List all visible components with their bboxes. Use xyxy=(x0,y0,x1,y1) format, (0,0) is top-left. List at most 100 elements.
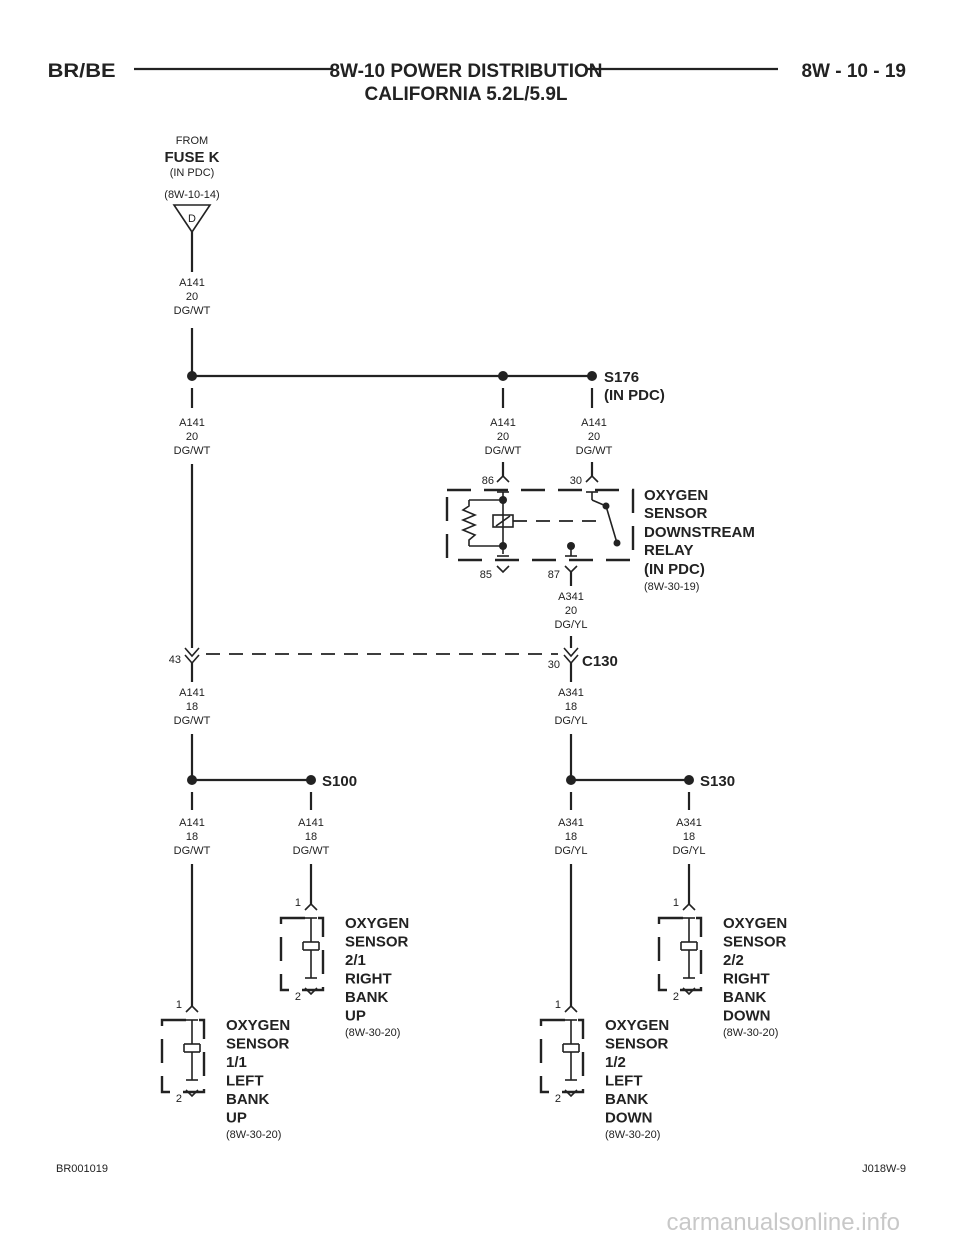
wire-label-a141-20-relay86: A141 20 DG/WT xyxy=(485,417,522,457)
svg-text:A141: A141 xyxy=(179,417,205,429)
svg-text:A141: A141 xyxy=(490,417,516,429)
sensor-name-line: LEFT xyxy=(605,1073,643,1090)
svg-text:20: 20 xyxy=(186,291,198,303)
sensor-name-line: RIGHT xyxy=(345,971,392,988)
relay-name-line: (IN PDC) xyxy=(644,561,705,578)
svg-text:DG/WT: DG/WT xyxy=(174,845,211,857)
c130-name: C130 xyxy=(582,653,618,670)
svg-text:18: 18 xyxy=(305,831,317,843)
splice-s176-name: S176 xyxy=(604,369,639,386)
svg-text:A141: A141 xyxy=(179,687,205,699)
oxygen-sensors: 12OXYGENSENSOR1/1LEFTBANKUP(8W-30-20)12O… xyxy=(160,897,787,1141)
svg-text:18: 18 xyxy=(565,831,577,843)
relay-name-line: DOWNSTREAM xyxy=(644,524,755,541)
relay-ref: (8W-30-19) xyxy=(644,581,699,593)
sensor-pin-bottom: 2 xyxy=(176,1093,182,1105)
svg-text:A141: A141 xyxy=(179,817,205,829)
connector-chevron-icon xyxy=(184,647,200,658)
svg-text:18: 18 xyxy=(186,701,198,713)
footer-left-code: BR001019 xyxy=(56,1163,108,1175)
sensor-name-line: UP xyxy=(345,1008,366,1025)
svg-text:A141: A141 xyxy=(581,417,607,429)
sensor-name-line: OXYGEN xyxy=(605,1017,669,1034)
pin-chevron-icon xyxy=(304,902,318,911)
svg-text:A141: A141 xyxy=(298,817,324,829)
sensor-pin-bottom: 2 xyxy=(295,991,301,1003)
oxygen-sensor-downstream-relay: 86 85 30 87 OXYGEN SENSOR DOWNS xyxy=(445,474,755,593)
sensor-name-line: SENSOR xyxy=(723,934,787,951)
watermark: carmanualsonline.info xyxy=(667,1209,900,1236)
splice-s100-name: S100 xyxy=(322,773,357,790)
sensor-name-line: UP xyxy=(226,1110,247,1127)
header-model: BR/BE xyxy=(48,60,116,81)
sensor-pin-top: 1 xyxy=(555,999,561,1011)
switch-contact-dot xyxy=(613,539,621,547)
wire-label-a141-20-top: A141 20 DG/WT xyxy=(174,277,211,317)
pin-chevron-icon xyxy=(585,474,599,483)
c130-pin-30: 30 xyxy=(548,659,560,671)
sensor-ref: (8W-30-20) xyxy=(605,1129,660,1141)
sensor-name-line: BANK xyxy=(605,1091,648,1108)
sensor-name-line: OXYGEN xyxy=(226,1017,290,1034)
splice-dot xyxy=(498,371,508,381)
splice-s130-name: S130 xyxy=(700,773,735,790)
relay-name-line: OXYGEN xyxy=(644,487,708,504)
source-fuse-name: FUSE K xyxy=(164,149,219,166)
sensor-name-line: 1/1 xyxy=(226,1054,247,1071)
relay-pin-87: 87 xyxy=(548,569,560,581)
splice-s176: S176 (IN PDC) xyxy=(187,369,665,404)
sensor-name-line: SENSOR xyxy=(345,934,409,951)
splice-dot xyxy=(306,775,316,785)
header-title-line2: CALIFORNIA 5.2L/5.9L xyxy=(364,84,567,105)
svg-text:20: 20 xyxy=(186,431,198,443)
connector-chevron-icon xyxy=(563,647,579,658)
pin-chevron-icon xyxy=(564,565,578,574)
svg-text:18: 18 xyxy=(565,701,577,713)
pin-chevron-icon xyxy=(564,1004,578,1013)
relay-name-line: RELAY xyxy=(644,542,693,559)
pin-chevron-icon xyxy=(682,902,696,911)
sensor-pin-top: 1 xyxy=(176,999,182,1011)
svg-text:20: 20 xyxy=(565,605,577,617)
sensor-ref: (8W-30-20) xyxy=(345,1027,400,1039)
svg-text:A341: A341 xyxy=(676,817,702,829)
splice-dot xyxy=(566,775,576,785)
wire-label-a341-20: A341 20 DG/YL xyxy=(554,591,587,631)
sensor-pin-bottom: 2 xyxy=(555,1093,561,1105)
sensor-ref: (8W-30-20) xyxy=(226,1129,281,1141)
sensor-pin-top: 1 xyxy=(673,897,679,909)
header-page-number: 8W - 10 - 19 xyxy=(801,61,906,82)
connector-letter: D xyxy=(188,213,196,225)
splice-dot xyxy=(187,371,197,381)
pin-chevron-icon xyxy=(564,1089,578,1098)
sensor-ref: (8W-30-20) xyxy=(723,1027,778,1039)
splice-s176-location: (IN PDC) xyxy=(604,387,665,404)
wire-label-a341-18-s12: A341 18 DG/YL xyxy=(554,817,587,857)
pin-chevron-icon xyxy=(304,987,318,996)
sensor-name-line: DOWN xyxy=(605,1110,653,1127)
svg-text:18: 18 xyxy=(186,831,198,843)
svg-text:A341: A341 xyxy=(558,817,584,829)
pin-chevron-icon xyxy=(185,1089,199,1098)
sensor-name-line: 2/1 xyxy=(345,952,366,969)
sensor-name-line: BANK xyxy=(226,1091,269,1108)
sensor-name-line: BANK xyxy=(345,989,388,1006)
relay-pin-86: 86 xyxy=(482,475,494,487)
svg-text:DG/WT: DG/WT xyxy=(174,715,211,727)
wire-label-a141-18-s21: A141 18 DG/WT xyxy=(293,817,330,857)
sensor-pin-bottom: 2 xyxy=(673,991,679,1003)
wire-label-a141-20-left: A141 20 DG/WT xyxy=(174,417,211,457)
fuse-source: FROM FUSE K (IN PDC) (8W-10-14) D xyxy=(164,135,220,234)
pin-chevron-icon xyxy=(185,1004,199,1013)
sensor-name-line: SENSOR xyxy=(226,1036,290,1053)
svg-text:DG/YL: DG/YL xyxy=(554,619,587,631)
c130-pin-43: 43 xyxy=(169,654,181,666)
svg-text:20: 20 xyxy=(497,431,509,443)
coil-slash xyxy=(495,515,511,527)
svg-text:DG/YL: DG/YL xyxy=(554,715,587,727)
svg-text:DG/WT: DG/WT xyxy=(485,445,522,457)
footer-right-code: J018W-9 xyxy=(862,1163,906,1175)
